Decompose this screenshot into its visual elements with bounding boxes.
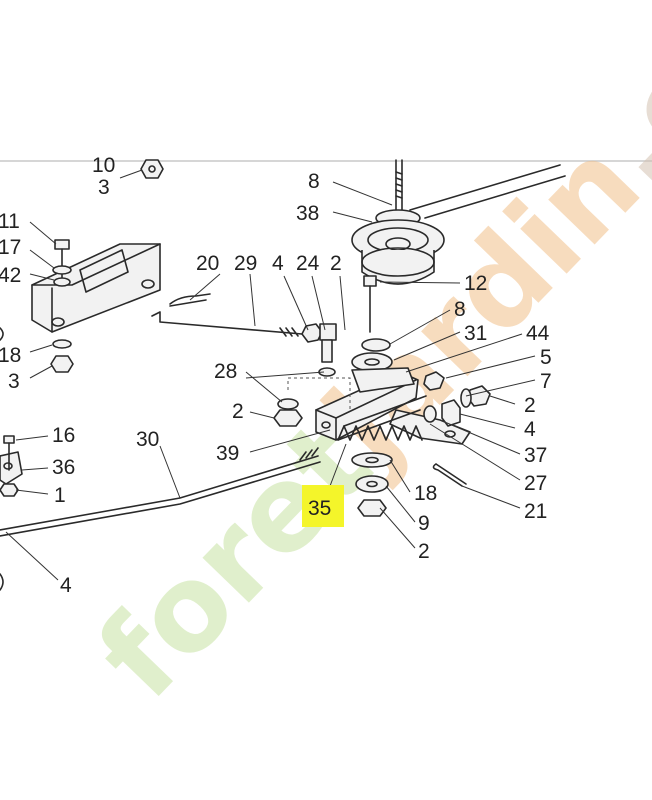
nut-icon <box>140 159 164 179</box>
part-label-42: 42 <box>0 264 21 287</box>
part-label-12: 12 <box>464 272 487 295</box>
part-label-10: 10 <box>92 154 115 177</box>
part-labels: 10 3 8 38 11 17 42 20 29 4 24 2 12 8 31 … <box>0 154 552 597</box>
rod-icon <box>151 293 303 337</box>
part-label-7: 7 <box>540 370 552 393</box>
washer-icon <box>273 398 303 427</box>
part-label-5: 5 <box>540 346 552 369</box>
bolt-icon <box>395 159 403 211</box>
spring-icon <box>337 395 427 441</box>
part-label-4: 4 <box>272 252 284 275</box>
part-label-8b: 8 <box>454 298 466 321</box>
part-label-4c: 4 <box>60 574 72 597</box>
part-label-9: 9 <box>418 512 430 535</box>
assembly-guide-line <box>287 377 351 410</box>
part-label-31: 31 <box>464 322 487 345</box>
part-label-37: 37 <box>524 444 547 467</box>
part-label-18b: 18 <box>414 482 437 505</box>
part-label-27: 27 <box>524 472 547 495</box>
part-label-3: 3 <box>98 176 110 199</box>
part-label-3b: 3 <box>8 370 20 393</box>
part-label-4b: 4 <box>524 418 536 441</box>
part-label-44: 44 <box>526 322 550 345</box>
cable-icon <box>409 164 566 219</box>
part-label-2c: 2 <box>524 394 536 417</box>
washer-icon <box>351 388 472 493</box>
pulley-icon <box>351 209 445 285</box>
part-label-21: 21 <box>524 500 547 523</box>
nut-icon <box>357 499 387 517</box>
highlight-box <box>302 485 344 527</box>
part-label-11: 11 <box>0 210 20 233</box>
part-label-36: 36 <box>52 456 75 479</box>
part-label-2d: 2 <box>418 540 430 563</box>
part-label-16: 16 <box>52 424 75 447</box>
part-label-1: 1 <box>54 484 66 507</box>
bracket-icon <box>31 243 161 333</box>
part-label-2b: 2 <box>232 400 244 423</box>
leader-lines <box>5 169 536 581</box>
part-label-17: 17 <box>0 236 21 259</box>
part-label-38: 38 <box>296 202 319 225</box>
part-label-8: 8 <box>308 170 320 193</box>
part-label-18: 18 <box>0 344 21 367</box>
nut-icon <box>423 371 491 427</box>
nut-icon <box>301 323 323 343</box>
bracket-icon <box>0 435 23 497</box>
bolt-icon <box>432 463 467 487</box>
part-label-2: 2 <box>330 252 342 275</box>
washer-icon <box>50 265 74 373</box>
bracket-icon <box>315 367 471 445</box>
washer-icon <box>351 338 393 372</box>
part-label-39: 39 <box>216 442 239 465</box>
part-label-35: 35 <box>308 497 331 520</box>
part-label-29: 29 <box>234 252 257 275</box>
washer-icon <box>0 327 4 591</box>
bolt-icon <box>318 323 337 377</box>
part-label-24: 24 <box>296 252 320 275</box>
part-label-30: 30 <box>136 428 159 451</box>
part-label-20: 20 <box>196 252 219 275</box>
bolt-icon <box>363 275 377 333</box>
part-label-28: 28 <box>214 360 237 383</box>
